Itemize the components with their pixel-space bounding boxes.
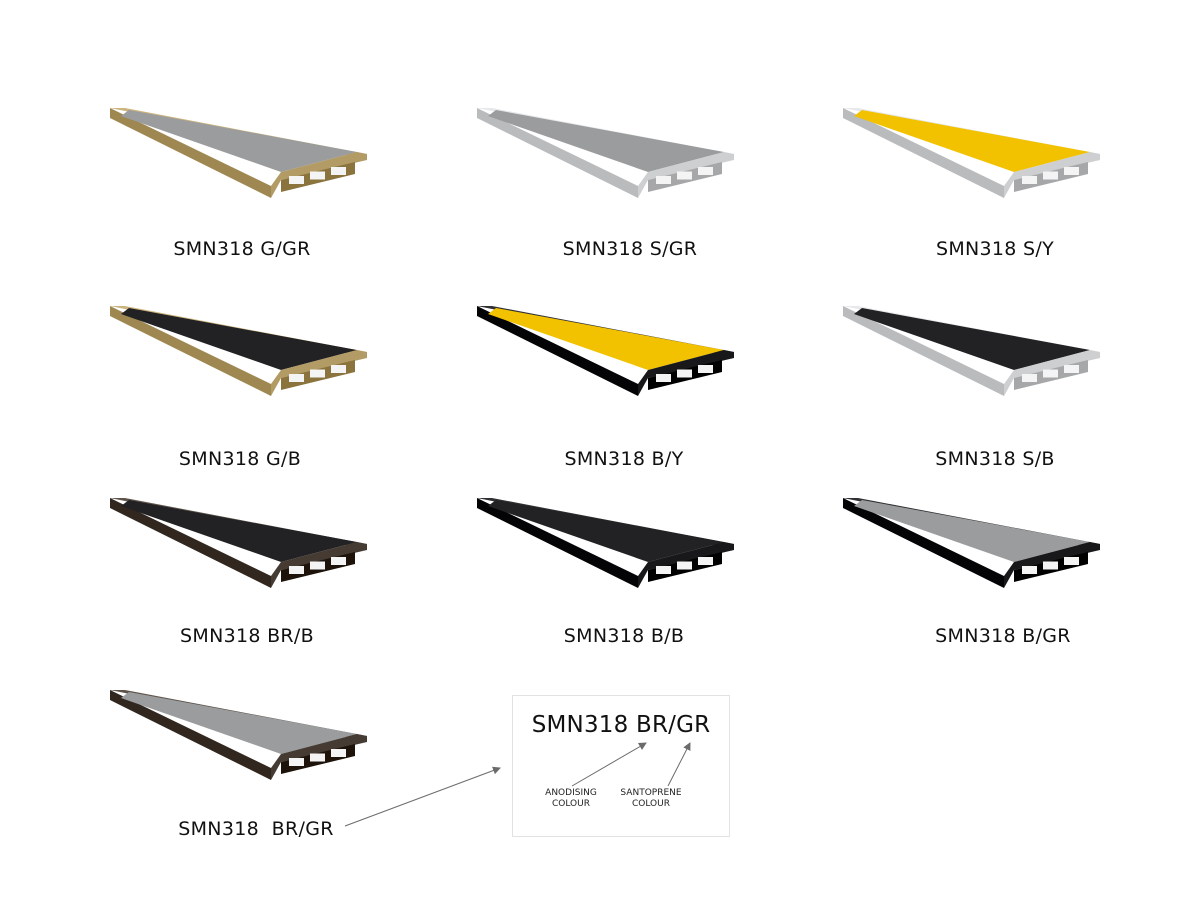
profile-channel <box>1043 369 1058 378</box>
nose-edge <box>1004 152 1100 198</box>
nose-edge <box>271 350 367 396</box>
insert-strip <box>854 110 1090 172</box>
profile-channel <box>289 758 304 766</box>
front-face <box>477 498 638 588</box>
profile-channel <box>677 369 692 378</box>
profile-channel <box>656 374 671 382</box>
nose-edge <box>271 734 367 780</box>
nose-edge <box>271 542 367 588</box>
profile-channel <box>310 171 325 180</box>
profile-channel <box>289 566 304 574</box>
product-image-br-gr <box>105 682 367 782</box>
nose-edge <box>1004 542 1100 588</box>
insert-strip <box>121 110 357 172</box>
stair-nosing-profile <box>110 690 367 780</box>
nose-edge <box>271 152 367 198</box>
anodising-note-line-1: ANODISING <box>545 788 597 798</box>
profile-channel <box>656 176 671 184</box>
nose-edge <box>638 152 734 198</box>
product-image-b-b <box>472 490 734 590</box>
stair-nosing-profile <box>843 108 1100 198</box>
profile-channel <box>1064 557 1079 565</box>
profile-channel <box>656 566 671 574</box>
naming-legend-box: SMN318 BR/GR ANODISING COLOUR SANTOPRENE… <box>512 695 730 837</box>
santoprene-colour-note: SANTOPRENE COLOUR <box>611 788 691 810</box>
profile-channel <box>310 369 325 378</box>
profile-channel <box>310 561 325 570</box>
front-face <box>477 306 638 396</box>
profile-channel <box>677 171 692 180</box>
profile-channel <box>331 749 346 757</box>
stair-nosing-profile <box>110 108 367 198</box>
anodising-colour-note: ANODISING COLOUR <box>531 788 611 810</box>
santoprene-note-line-2: COLOUR <box>632 799 670 809</box>
profile-channel <box>1043 561 1058 570</box>
profile-channel <box>331 365 346 373</box>
insert-strip <box>488 110 724 172</box>
product-image-b-y <box>472 298 734 398</box>
insert-strip <box>488 308 724 370</box>
stair-nosing-profile <box>477 498 734 588</box>
profile-channel <box>698 365 713 373</box>
profile-channel <box>1022 176 1037 184</box>
front-face <box>477 108 638 198</box>
profile-channel <box>698 167 713 175</box>
profile-channel <box>698 557 713 565</box>
product-label-b-b: SMN318 B/B <box>563 625 685 647</box>
stair-nosing-profile <box>477 306 734 396</box>
product-label-br-gr: SMN318 BR/GR <box>178 818 334 840</box>
insert-strip <box>854 500 1090 562</box>
front-face <box>110 690 271 780</box>
front-face <box>110 108 271 198</box>
product-label-b-gr: SMN318 B/GR <box>935 625 1071 647</box>
santoprene-note-line-1: SANTOPRENE <box>620 788 682 798</box>
legend-title: SMN318 BR/GR <box>531 712 711 738</box>
nose-edge <box>638 542 734 588</box>
product-label-s-b: SMN318 S/B <box>935 448 1055 470</box>
product-label-g-gr: SMN318 G/GR <box>173 238 311 260</box>
product-label-b-y: SMN318 B/Y <box>564 448 684 470</box>
profile-channel <box>289 374 304 382</box>
product-image-s-b <box>838 298 1100 398</box>
product-image-g-gr <box>105 100 367 200</box>
product-label-s-gr: SMN318 S/GR <box>562 238 698 260</box>
insert-strip <box>121 500 357 562</box>
front-face <box>843 108 1004 198</box>
nose-edge <box>1004 350 1100 396</box>
insert-strip <box>854 308 1090 370</box>
product-image-s-y <box>838 100 1100 200</box>
profile-channel <box>1022 566 1037 574</box>
product-label-br-b: SMN318 BR/B <box>180 625 314 647</box>
front-face <box>110 306 271 396</box>
profile-channel <box>677 561 692 570</box>
profile-channel <box>310 753 325 762</box>
product-image-s-gr <box>472 100 734 200</box>
front-face <box>843 306 1004 396</box>
insert-strip <box>488 500 724 562</box>
product-image-b-gr <box>838 490 1100 590</box>
product-label-g-b: SMN318 G/B <box>178 448 302 470</box>
profile-channel <box>1022 374 1037 382</box>
stair-nosing-profile <box>110 306 367 396</box>
product-label-s-y: SMN318 S/Y <box>935 238 1055 260</box>
insert-strip <box>121 692 357 754</box>
profile-channel <box>331 557 346 565</box>
profile-channel <box>289 176 304 184</box>
product-image-br-b <box>105 490 367 590</box>
profile-channel <box>1064 167 1079 175</box>
profile-channel <box>331 167 346 175</box>
stair-nosing-profile <box>110 498 367 588</box>
stair-nosing-profile <box>843 498 1100 588</box>
stair-nosing-profile <box>843 306 1100 396</box>
product-image-g-b <box>105 298 367 398</box>
anodising-note-line-2: COLOUR <box>552 799 590 809</box>
profile-channel <box>1064 365 1079 373</box>
stair-nosing-profile <box>477 108 734 198</box>
front-face <box>110 498 271 588</box>
front-face <box>843 498 1004 588</box>
insert-strip <box>121 308 357 370</box>
profile-channel <box>1043 171 1058 180</box>
nose-edge <box>638 350 734 396</box>
